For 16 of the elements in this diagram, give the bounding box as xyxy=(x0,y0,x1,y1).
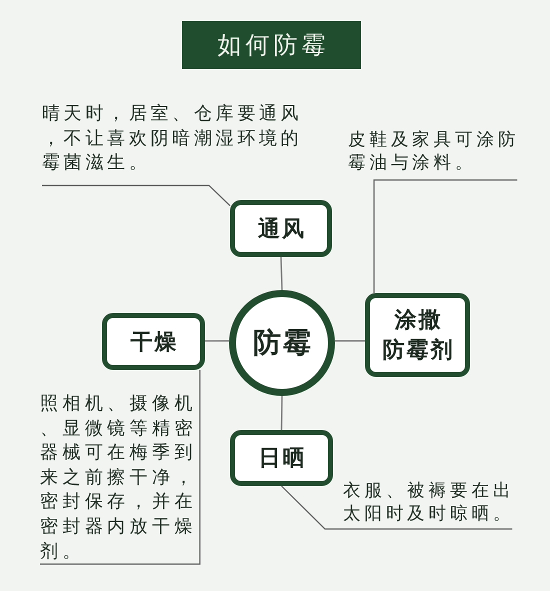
topic-box: 日晒 xyxy=(230,430,333,486)
note-text: 照相机、摄像机、显微镜等精密器械可在梅季到来之前擦干净，密封保存，并在密封器内放干燥剂。 xyxy=(40,392,200,564)
note-text: 皮鞋及家具可涂防霉油与涂料。 xyxy=(348,129,528,180)
connector-line xyxy=(280,396,283,430)
connector-line xyxy=(205,340,229,342)
topic-box: 通风 xyxy=(230,200,332,257)
connector-line xyxy=(335,340,365,342)
leader-line xyxy=(281,486,512,530)
leader-line xyxy=(42,184,230,206)
note-text: 衣服、被褥要在出太阳时及时晾晒。 xyxy=(343,480,523,529)
note-text: 晴天时，居室、仓库要通风，不让喜欢阴暗潮湿环境的霉菌滋生。 xyxy=(42,102,306,186)
leader-line xyxy=(373,179,518,293)
topic-box: 涂撒防霉剂 xyxy=(365,293,470,377)
title-banner: 如何防霉 xyxy=(182,21,361,69)
topic-box: 干燥 xyxy=(102,313,205,370)
connector-line xyxy=(280,256,283,290)
